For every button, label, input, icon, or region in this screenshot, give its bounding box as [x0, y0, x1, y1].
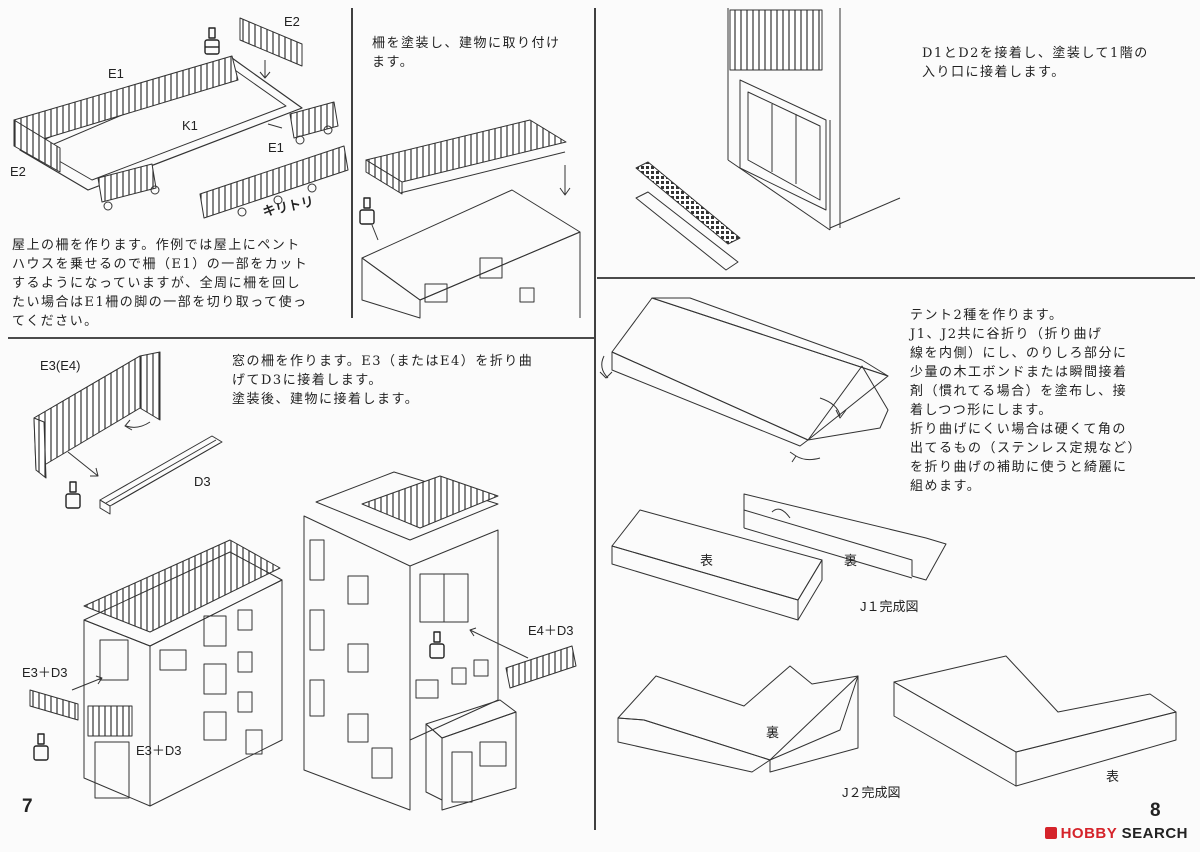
part-label-e2-top: E2: [284, 14, 300, 29]
glue-bottle-icon: [429, 631, 445, 659]
watermark-brand: HOBBY: [1060, 825, 1117, 842]
part-label-e1: E1: [108, 66, 124, 81]
glue-bottle-icon: [65, 481, 81, 509]
j1-front-label: 表: [700, 554, 714, 569]
part-label-k1: K1: [182, 118, 198, 133]
awning-instructions: テント2種を作ります。 J1、J2共に谷折り（折り曲げ 線を内側）にし、のりしろ…: [910, 308, 1143, 494]
page-number-right: 8: [1150, 800, 1161, 821]
part-label-e3-d3-upper: E3＋D3: [22, 665, 68, 680]
panel-divider-lines: [8, 8, 1195, 830]
hobby-search-watermark: HOBBY SEARCH: [1044, 825, 1188, 842]
part-label-e1-right: E1: [268, 140, 284, 155]
entrance-d1-d2-illustration: [635, 8, 901, 271]
glue-bottle-icon: [204, 27, 220, 55]
j2-back-label: 裏: [766, 726, 780, 741]
roof-fence-instructions: 屋上の柵を作ります。作例では屋上にペント ハウスを乗せるので柵（E1）の一部をカ…: [12, 238, 309, 329]
glue-bottle-icon: [359, 197, 375, 225]
j1-back-label: 裏: [844, 554, 858, 569]
part-label-e3-d3-lower: E3＋D3: [136, 743, 182, 758]
watermark-suffix: SEARCH: [1116, 825, 1188, 842]
j1-complete-caption: J１完成図: [860, 599, 919, 614]
part-label-e2-left: E2: [10, 164, 26, 179]
window-fence-instructions: 窓の柵を作ります。E3（またはE4）を折り曲 げてD3に接着します。 塗装後、建…: [232, 354, 534, 407]
j2-front-label: 表: [1106, 770, 1120, 785]
awning-illustration: [599, 297, 1177, 787]
entrance-instructions: D1とD2を接着し、塗装して1階の 入り口に接着します。: [922, 46, 1149, 80]
part-label-d3: D3: [194, 474, 211, 489]
part-label-e4-d3: E4＋D3: [528, 623, 574, 638]
window-fence-illustration: [29, 351, 577, 811]
paint-fence-instructions: 柵を塗装し、建物に取り付け ます。: [372, 36, 561, 70]
hobby-search-logo-icon: [1044, 827, 1057, 839]
j2-complete-caption: J２完成図: [842, 785, 901, 800]
roof-fence-parts-illustration: [13, 17, 349, 219]
page-number-left: 7: [22, 796, 33, 817]
part-label-e3-e4: E3(E4): [40, 358, 81, 373]
fence-to-building-illustration: [359, 119, 581, 319]
glue-bottle-icon: [33, 733, 49, 761]
